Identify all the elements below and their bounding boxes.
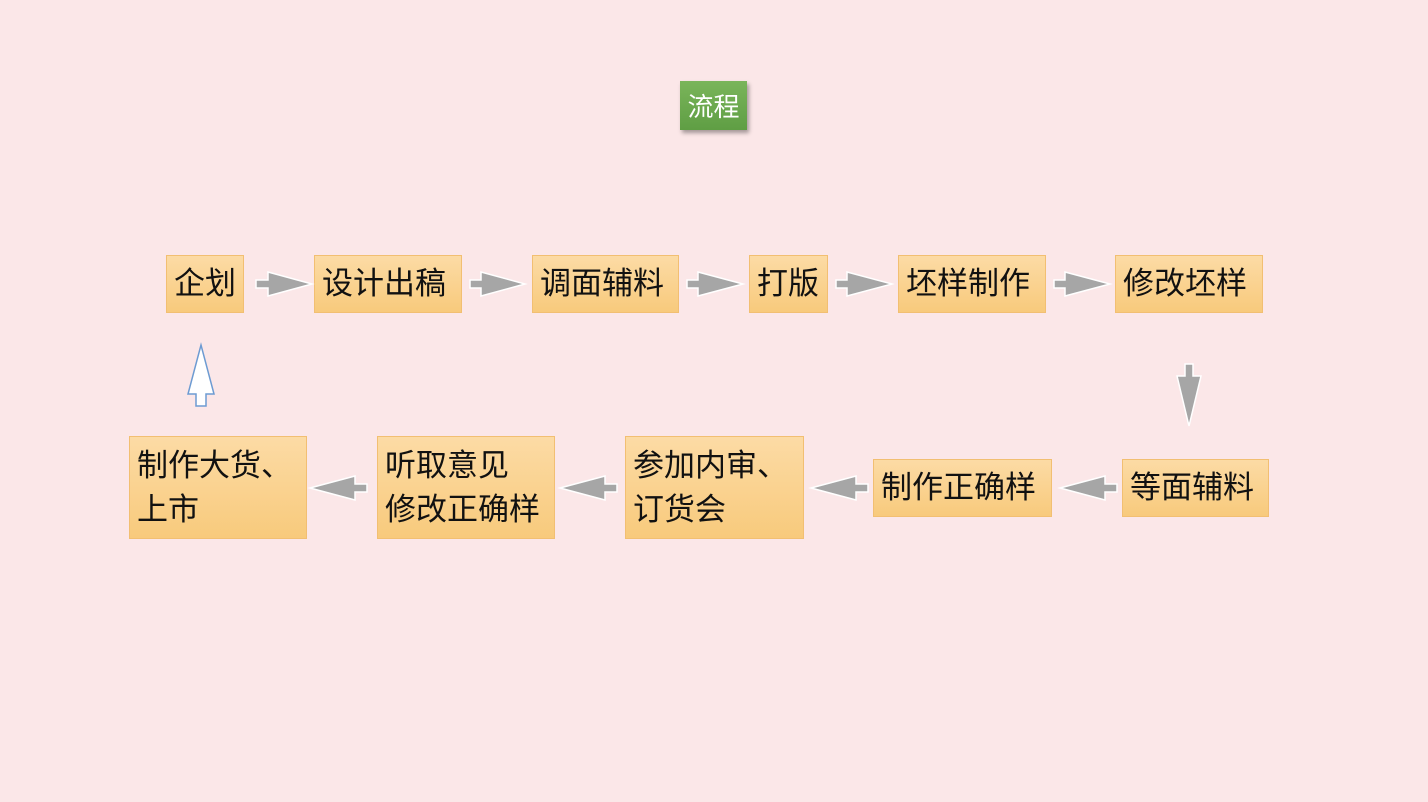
arrow-left-4 (307, 475, 368, 501)
step-planning: 企划 (166, 255, 244, 313)
step-revise-sample: 修改坯样 (1115, 255, 1263, 313)
step-pattern-making: 打版 (749, 255, 828, 313)
arrow-right-5 (1053, 271, 1113, 297)
arrow-down (1176, 363, 1202, 427)
step-proto-sample: 坯样制作 (898, 255, 1046, 313)
arrow-right-4 (835, 271, 895, 297)
arrow-left-2 (808, 475, 869, 501)
arrow-right-1 (255, 271, 315, 297)
step-wait-fabric: 等面辅料 (1122, 459, 1269, 517)
step-adjust-fabric: 调面辅料 (532, 255, 679, 313)
arrow-right-3 (686, 271, 746, 297)
step-mass-production: 制作大货、 上市 (129, 436, 307, 539)
step-internal-review: 参加内审、 订货会 (625, 436, 804, 539)
arrow-left-1 (1057, 475, 1118, 501)
arrow-left-3 (557, 475, 618, 501)
arrow-right-2 (469, 271, 528, 297)
step-feedback-revise: 听取意见 修改正确样 (377, 436, 555, 539)
diagram-title: 流程 (680, 81, 747, 130)
step-correct-sample: 制作正确样 (873, 459, 1052, 517)
arrow-up-return (187, 342, 215, 407)
